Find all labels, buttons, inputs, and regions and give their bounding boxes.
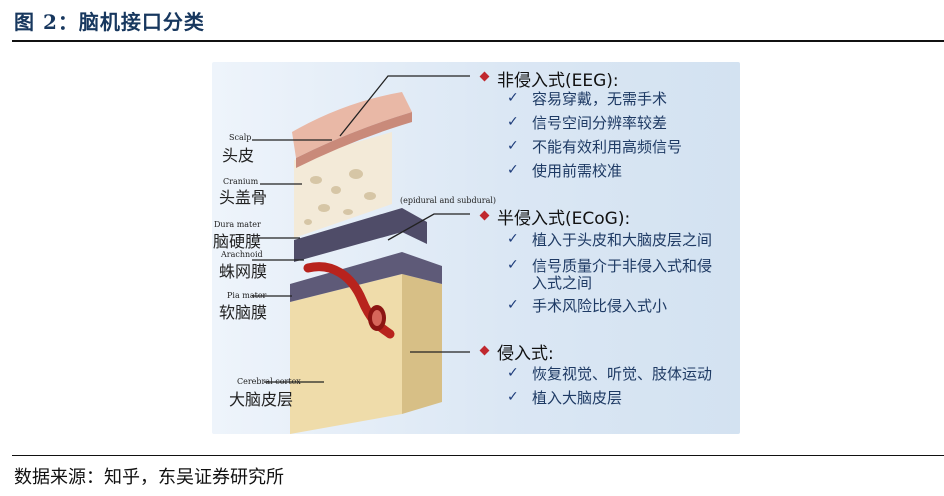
section-title-semi-invasive: 半侵入式(ECoG): — [497, 209, 631, 229]
scalp-top — [292, 92, 412, 158]
list-item: 不能有效利用高频信号 — [532, 138, 683, 156]
cortex-front — [290, 274, 402, 434]
top-rule — [12, 40, 944, 42]
scalp-edge — [296, 112, 412, 168]
epidural-note: (epidural and subdural) — [400, 196, 497, 205]
check-icon: ✓ — [507, 365, 519, 381]
brain-layers-illustration — [252, 75, 470, 434]
check-icon: ✓ — [507, 389, 519, 405]
section-title-invasive: 侵入式: — [497, 344, 554, 364]
check-icon: ✓ — [507, 162, 519, 178]
dura-label-en: Dura mater — [214, 220, 261, 229]
figure-title: 图 2：脑机接口分类 — [14, 10, 205, 34]
arachnoid-label: 蛛网膜 — [219, 262, 268, 281]
list-item: 植入大脑皮层 — [532, 389, 623, 407]
cranium-front — [294, 132, 392, 238]
scalp-label: 头皮 — [222, 146, 255, 165]
check-icon: ✓ — [507, 114, 519, 130]
list-item: 容易穿戴，无需手术 — [532, 90, 668, 108]
check-icon: ✓ — [507, 297, 519, 313]
cranium-label: 头盖骨 — [219, 188, 268, 207]
scalp-label-en: Scalp — [229, 133, 252, 142]
dura-label: 脑硬膜 — [213, 232, 262, 251]
arachnoid-band — [290, 252, 442, 302]
check-icon: ✓ — [507, 231, 519, 247]
source-note: 数据来源：知乎，东吴证券研究所 — [14, 467, 284, 488]
list-item: 使用前需校准 — [532, 162, 623, 180]
arachnoid-label-en: Arachnoid — [221, 250, 263, 259]
section-title-noninvasive: 非侵入式(EEG): — [497, 71, 619, 91]
list-item: 信号空间分辨率较差 — [532, 114, 668, 132]
list-item: 恢复视觉、听觉、肢体运动 — [532, 365, 713, 383]
cortex-side — [402, 274, 442, 414]
list-item: 信号质量介于非侵入式和侵 — [532, 257, 713, 275]
dura-band — [294, 208, 427, 262]
check-icon: ✓ — [507, 90, 519, 106]
cranium-label-en: Cranium — [223, 177, 259, 186]
pia-label-en: Pia mater — [227, 291, 267, 300]
list-item: 植入于头皮和大脑皮层之间 — [532, 231, 713, 249]
list-item: 手术风险比侵入式小 — [532, 297, 668, 315]
check-icon: ✓ — [507, 257, 519, 273]
list-item: 入式之间 — [532, 274, 593, 292]
cortex-label-en: Cerebral cortex — [237, 377, 301, 386]
pia-label: 软脑膜 — [219, 303, 268, 322]
bottom-rule — [12, 455, 944, 456]
cortex-label: 大脑皮层 — [229, 390, 294, 409]
check-icon: ✓ — [507, 138, 519, 154]
